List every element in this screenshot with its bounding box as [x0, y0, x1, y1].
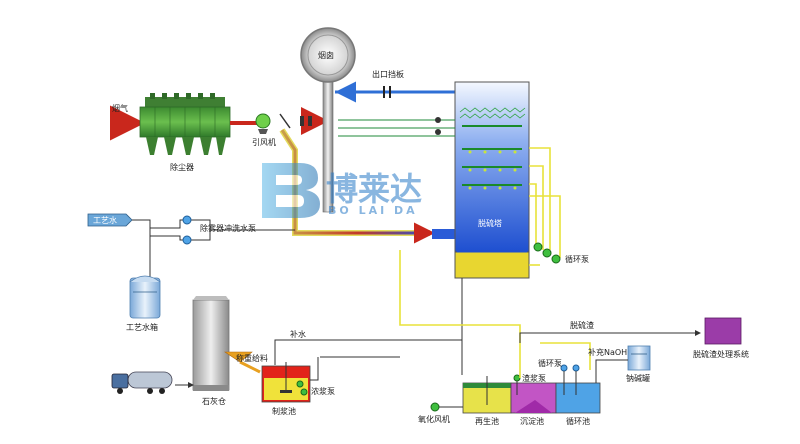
residue-label: 脱硫渣	[570, 320, 594, 330]
makeup-water-line	[274, 339, 462, 365]
outlet-baffle-label: 出口挡板	[372, 69, 404, 79]
alkali-tank-label: 钠碱罐	[626, 373, 650, 383]
sludge-pump-label: 渣浆泵	[522, 373, 546, 383]
sludge-pump: 渣浆泵	[513, 373, 546, 395]
alkali-tank: 钠碱罐	[626, 345, 651, 383]
tower-label: 脱硫塔	[478, 218, 502, 228]
wash-water-lines	[338, 119, 455, 137]
outlet-baffle-icon	[383, 86, 391, 98]
chimney-label: 烟囱	[318, 50, 334, 60]
process-water-tank: 工艺水箱	[126, 275, 161, 332]
induced-fan-label: 引风机	[252, 137, 276, 147]
slurry-pump-label: 浓浆泵	[311, 386, 335, 396]
flue-gas-label: 烟气	[112, 103, 128, 113]
dust-collector-label: 除尘器	[170, 162, 194, 172]
bypass-damper-icon	[279, 113, 312, 129]
residue-system-label: 脱硫渣处理系统	[693, 349, 749, 359]
clean-gas-duct: 出口挡板	[335, 69, 455, 103]
settling-tank: 沉淀池	[510, 382, 557, 426]
chimney: 烟囱	[300, 27, 356, 213]
settling-tank-label: 沉淀池	[520, 416, 544, 426]
brand-watermark: 博莱达 BO LAI DA	[262, 163, 422, 218]
tower-recirculation-lines	[529, 147, 561, 266]
regeneration-tank: 再生池	[462, 376, 512, 426]
process-water-source: 工艺水	[87, 213, 133, 227]
slurry-pumps: 浓浆泵	[296, 380, 335, 396]
watermark-brand-cn: 博莱达	[326, 170, 422, 208]
weighing-feed-label: 称重给料	[236, 353, 268, 363]
add-naoh-label: 补充NaOH	[588, 347, 627, 357]
mist-wash-pump-label: 除雾器冲洗水泵	[200, 223, 256, 233]
oxidation-fan: 氧化风机	[418, 402, 463, 424]
flue-gas-inlet: 烟气	[110, 103, 145, 141]
circulation-tank: 循环池	[555, 382, 601, 426]
tower-circulation-pumps: 循环泵	[533, 242, 589, 264]
lime-silo-label: 石灰仓	[202, 396, 226, 406]
lime-silo: 石灰仓	[192, 296, 230, 406]
slurry-tank-label: 制浆池	[272, 406, 296, 416]
residue-treatment-system: 脱硫渣处理系统	[693, 317, 749, 359]
wash-valve-icons	[435, 117, 441, 135]
oxidation-fan-label: 氧化风机	[418, 414, 450, 424]
watermark-brand-en: BO LAI DA	[328, 204, 418, 217]
circulation-tank-label: 循环池	[566, 416, 590, 426]
residue-line: 脱硫渣	[519, 320, 701, 343]
lime-truck-icon	[111, 371, 173, 394]
dust-collector: 除尘器	[139, 93, 231, 172]
pool-circulation-pumps: 循环泵	[538, 358, 580, 395]
makeup-water-label: 补水	[290, 329, 306, 339]
regeneration-tank-label: 再生池	[475, 416, 499, 426]
tower-pump-label: 循环泵	[565, 254, 589, 264]
induced-fan: 引风机	[252, 113, 276, 147]
desulfurization-tower: 脱硫塔	[454, 81, 530, 279]
mist-wash-pumps: 除雾器冲洗水泵	[182, 215, 256, 245]
process-water-label: 工艺水	[93, 215, 117, 225]
pool-pump-label: 循环泵	[538, 358, 562, 368]
weighing-feeder: 称重给料	[224, 351, 268, 374]
process-water-tank-label: 工艺水箱	[126, 322, 158, 332]
